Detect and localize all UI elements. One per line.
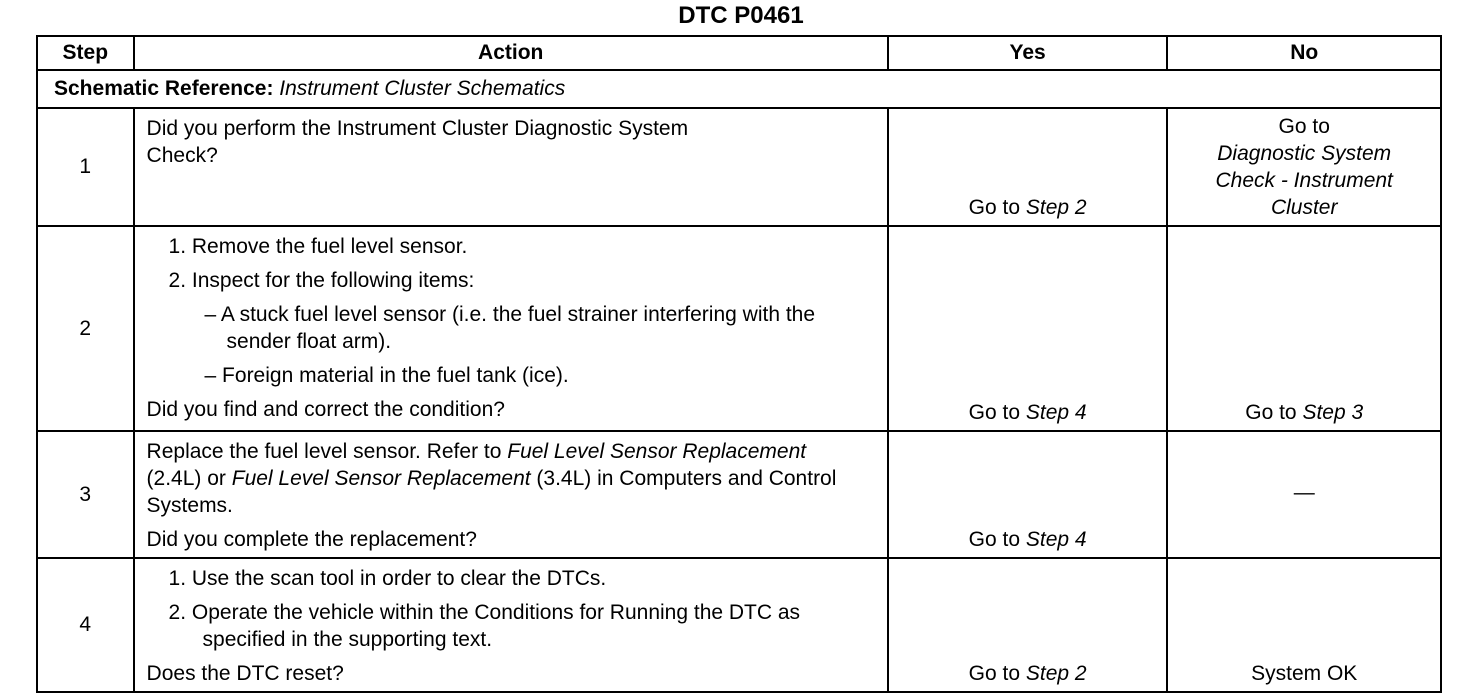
action-question: Did you find and correct the condition? (146, 398, 505, 421)
no-cell: Go to Diagnostic System Check - Instrume… (1166, 107, 1442, 227)
yes-link[interactable]: Step 4 (1025, 528, 1087, 551)
action-text: Replace the fuel level sensor. Refer to … (147, 438, 867, 519)
no-cell: Go to Step 3 (1166, 225, 1442, 432)
list-item: 2. Inspect for the following items: (168, 269, 475, 292)
yes-prefix: Go to (968, 528, 1021, 551)
header-no: No (1166, 35, 1442, 71)
action-steps: 1. Use the scan tool in order to clear t… (147, 565, 877, 653)
list-item: 1. Use the scan tool in order to clear t… (168, 567, 607, 590)
step-number: 4 (36, 557, 135, 693)
table-row: 1 Did you perform the Instrument Cluster… (36, 107, 1442, 227)
action-question: Did you complete the replacement? (146, 528, 477, 551)
no-prefix: Go to (1278, 115, 1330, 138)
action-steps: 1. Remove the fuel level sensor. 2. Insp… (147, 233, 877, 294)
list-item: – Foreign material in the fuel tank (ice… (204, 364, 569, 387)
list-item: – A stuck fuel level sensor (i.e. the fu… (204, 303, 816, 353)
yes-link[interactable]: Step 4 (1025, 401, 1087, 424)
schematic-row: Schematic Reference: Instrument Cluster … (36, 69, 1442, 109)
action-cell: Did you perform the Instrument Cluster D… (132, 107, 889, 227)
step-number: 1 (36, 107, 135, 227)
header-row: Step Action Yes No (36, 35, 1442, 71)
reference-link[interactable]: Fuel Level Sensor Replacement (231, 467, 531, 490)
schematic-label: Schematic Reference: (54, 77, 274, 100)
reference-link[interactable]: Fuel Level Sensor Replacement (507, 440, 807, 463)
header-step: Step (36, 35, 135, 71)
yes-prefix: Go to (968, 196, 1021, 219)
step-number: 3 (36, 430, 135, 559)
inspection-items: – A stuck fuel level sensor (i.e. the fu… (147, 301, 877, 389)
no-cell: System OK (1166, 557, 1442, 693)
schematic-link[interactable]: Instrument Cluster Schematics (279, 77, 566, 100)
yes-prefix: Go to (968, 662, 1021, 685)
yes-cell: Go to Step 2 (886, 557, 1169, 693)
diagnostic-table: Step Action Yes No Schematic Reference: … (36, 35, 1442, 693)
yes-prefix: Go to (968, 401, 1021, 424)
no-link[interactable]: Diagnostic System Check - Instrument Clu… (1215, 142, 1393, 219)
action-text: Did you perform the Instrument Cluster D… (146, 117, 689, 167)
action-text-part: (2.4L) or (146, 467, 232, 490)
action-text-part: Replace the fuel level sensor. Refer to (146, 440, 508, 463)
action-cell: 1. Use the scan tool in order to clear t… (132, 557, 889, 693)
table-row: 2 1. Remove the fuel level sensor. 2. In… (36, 225, 1442, 432)
table-row: 4 1. Use the scan tool in order to clear… (36, 557, 1442, 693)
no-cell: — (1166, 430, 1442, 559)
step-number: 2 (36, 225, 135, 432)
yes-cell: Go to Step 4 (886, 430, 1169, 559)
header-action: Action (132, 35, 889, 71)
yes-link[interactable]: Step 2 (1025, 196, 1087, 219)
no-prefix: Go to (1245, 401, 1297, 424)
table-row: 3 Replace the fuel level sensor. Refer t… (36, 430, 1442, 559)
yes-link[interactable]: Step 2 (1025, 662, 1087, 685)
no-link[interactable]: Step 3 (1302, 401, 1364, 424)
page-title: DTC P0461 (678, 2, 804, 29)
action-text-part: (3.4L) in Computers and Control Systems. (146, 467, 837, 517)
yes-cell: Go to Step 4 (886, 225, 1169, 432)
action-question: Does the DTC reset? (146, 662, 344, 685)
list-item: 2. Operate the vehicle within the Condit… (168, 601, 801, 651)
header-yes: Yes (886, 35, 1169, 71)
list-item: 1. Remove the fuel level sensor. (168, 235, 468, 258)
action-cell: Replace the fuel level sensor. Refer to … (132, 430, 889, 559)
action-cell: 1. Remove the fuel level sensor. 2. Insp… (132, 225, 889, 432)
schematic-reference: Schematic Reference: Instrument Cluster … (36, 69, 1442, 109)
yes-cell: Go to Step 2 (886, 107, 1169, 227)
